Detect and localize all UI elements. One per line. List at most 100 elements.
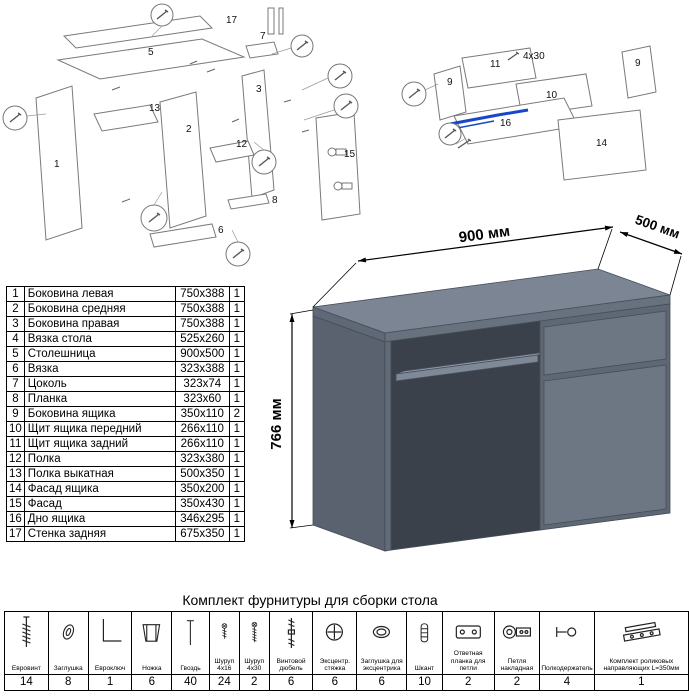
part-name: Полка: [23, 451, 176, 467]
part-label-13: 13: [149, 103, 161, 114]
part-name: Боковина средняя: [23, 301, 176, 317]
part-drawer-side-right: [621, 45, 657, 99]
part-label-9a: 9: [447, 77, 453, 88]
part-size: 500x350: [174, 466, 230, 482]
part-size: 900x500: [174, 346, 230, 362]
hardware-item-label: Винтовой дюбель: [276, 657, 306, 672]
leader-lines: [26, 25, 335, 243]
part-middle-side: [159, 91, 207, 229]
part-label-11: 11: [490, 59, 501, 70]
desk-left-panel-edge: [384, 340, 392, 552]
desk-part-labels: 17 5 7 1 2 3 13 12 15 8 6: [54, 15, 356, 236]
hardware-item: Шкант: [406, 611, 443, 675]
part-qty: 1: [228, 391, 245, 407]
hardware-item-qty: 40: [171, 674, 210, 691]
part-size: 350x200: [174, 481, 230, 497]
desk-open-cavity: [390, 320, 541, 551]
roller-guides-icon: [622, 621, 661, 642]
part-qty: 1: [228, 346, 245, 362]
cam-cap-icon: [373, 625, 391, 639]
extension-lines: [289, 228, 682, 529]
part-name: Полка выкатная: [23, 466, 176, 482]
roller-guide-highlight: [449, 108, 529, 126]
part-size: 323x74: [174, 376, 230, 392]
part-label-1: 1: [54, 159, 60, 170]
part-drawer-side-left: [433, 65, 467, 121]
part-size: 350x430: [174, 496, 230, 512]
hardware-item: Полкодержатель: [539, 611, 595, 675]
callout-screw-glyphs: [9, 9, 353, 259]
part-drawer-back: [461, 47, 537, 89]
hardware-item: Заглушка для эксцентрика: [356, 611, 408, 675]
part-name: Цоколь: [23, 376, 176, 392]
desk-exploded-diagram: 17 5 7 1 2 3 13 12 15 8 6: [2, 3, 361, 267]
hardware-table: Евровинт Заглушка Евроключ Ножка Гвоздь …: [4, 611, 689, 691]
nail-icon: [187, 620, 194, 646]
wood-dowel-icon: [420, 623, 429, 643]
part-number: 9: [6, 406, 25, 422]
dim-depth-label: 500 мм: [633, 212, 682, 242]
hardware-item-label: Заглушка для эксцентрика: [360, 657, 403, 672]
part-number: 5: [6, 346, 25, 362]
dowel-screw-icon: [287, 618, 295, 648]
part-label-17: 17: [226, 15, 238, 26]
part-name: Фасад: [23, 496, 176, 512]
hex-key-icon: [102, 619, 122, 642]
part-label-10: 10: [546, 90, 558, 101]
part-number: 10: [6, 421, 25, 437]
hardware-item-qty: 2: [493, 674, 541, 691]
hardware-item-qty: 6: [312, 674, 358, 691]
hardware-item-label: Шуруп 4x30: [244, 657, 265, 672]
part-keyboard-shelf: [93, 104, 159, 132]
desk-render: 900 мм 500 мм 766 мм: [268, 212, 683, 552]
part-shelf: [209, 140, 255, 163]
hinge-glyphs: [327, 147, 353, 191]
hardware-qty-row: 14 8 1 6 40 24 2 6 6 6 10 2 2 4 1: [4, 674, 689, 691]
hardware-item-label: Ответная планка для петли: [450, 650, 486, 672]
part-top-plank: [245, 41, 279, 59]
hinge-icon: [341, 182, 353, 190]
part-vyazka: [149, 223, 217, 248]
part-qty: 1: [228, 436, 245, 452]
part-number: 3: [6, 316, 25, 332]
part-name: Планка: [23, 391, 176, 407]
part-label-9b: 9: [635, 58, 641, 69]
part-label-2: 2: [186, 124, 192, 135]
hardware-item-qty: 14: [4, 674, 49, 691]
part-size: 750x388: [174, 316, 230, 332]
hardware-item-label: Евровинт: [11, 664, 41, 672]
plug-icon: [62, 624, 74, 640]
part-size: 750x388: [174, 301, 230, 317]
dimension-arrowheads: [289, 225, 682, 528]
part-name: Вязка стола: [23, 331, 176, 347]
hardware-strip: [278, 7, 284, 35]
hardware-strip: [267, 7, 275, 35]
small-screws: [111, 60, 310, 203]
part-qty: 1: [228, 496, 245, 512]
part-number: 13: [6, 466, 25, 482]
hardware-item: Петля накладная: [493, 611, 541, 675]
part-drawer-facade: [557, 109, 647, 181]
part-name: Боковина левая: [23, 286, 176, 302]
part-qty: 1: [228, 361, 245, 377]
drawer-part-labels: 11 9 9 10 16 14 4x30: [447, 51, 641, 149]
desk-body: [312, 268, 671, 552]
hinge-icon: [327, 147, 337, 157]
part-name: Щит ящика передний: [23, 421, 176, 437]
keyboard-tray-front: [395, 354, 539, 382]
hardware-item: Эксцентр. стяжка: [312, 611, 358, 675]
part-qty: 1: [228, 331, 245, 347]
part-size: 675x350: [174, 526, 230, 542]
foot-icon: [142, 624, 161, 642]
hardware-item-qty: 1: [87, 674, 133, 691]
part-label-15: 15: [344, 149, 356, 160]
hinge-icon: [335, 148, 347, 156]
